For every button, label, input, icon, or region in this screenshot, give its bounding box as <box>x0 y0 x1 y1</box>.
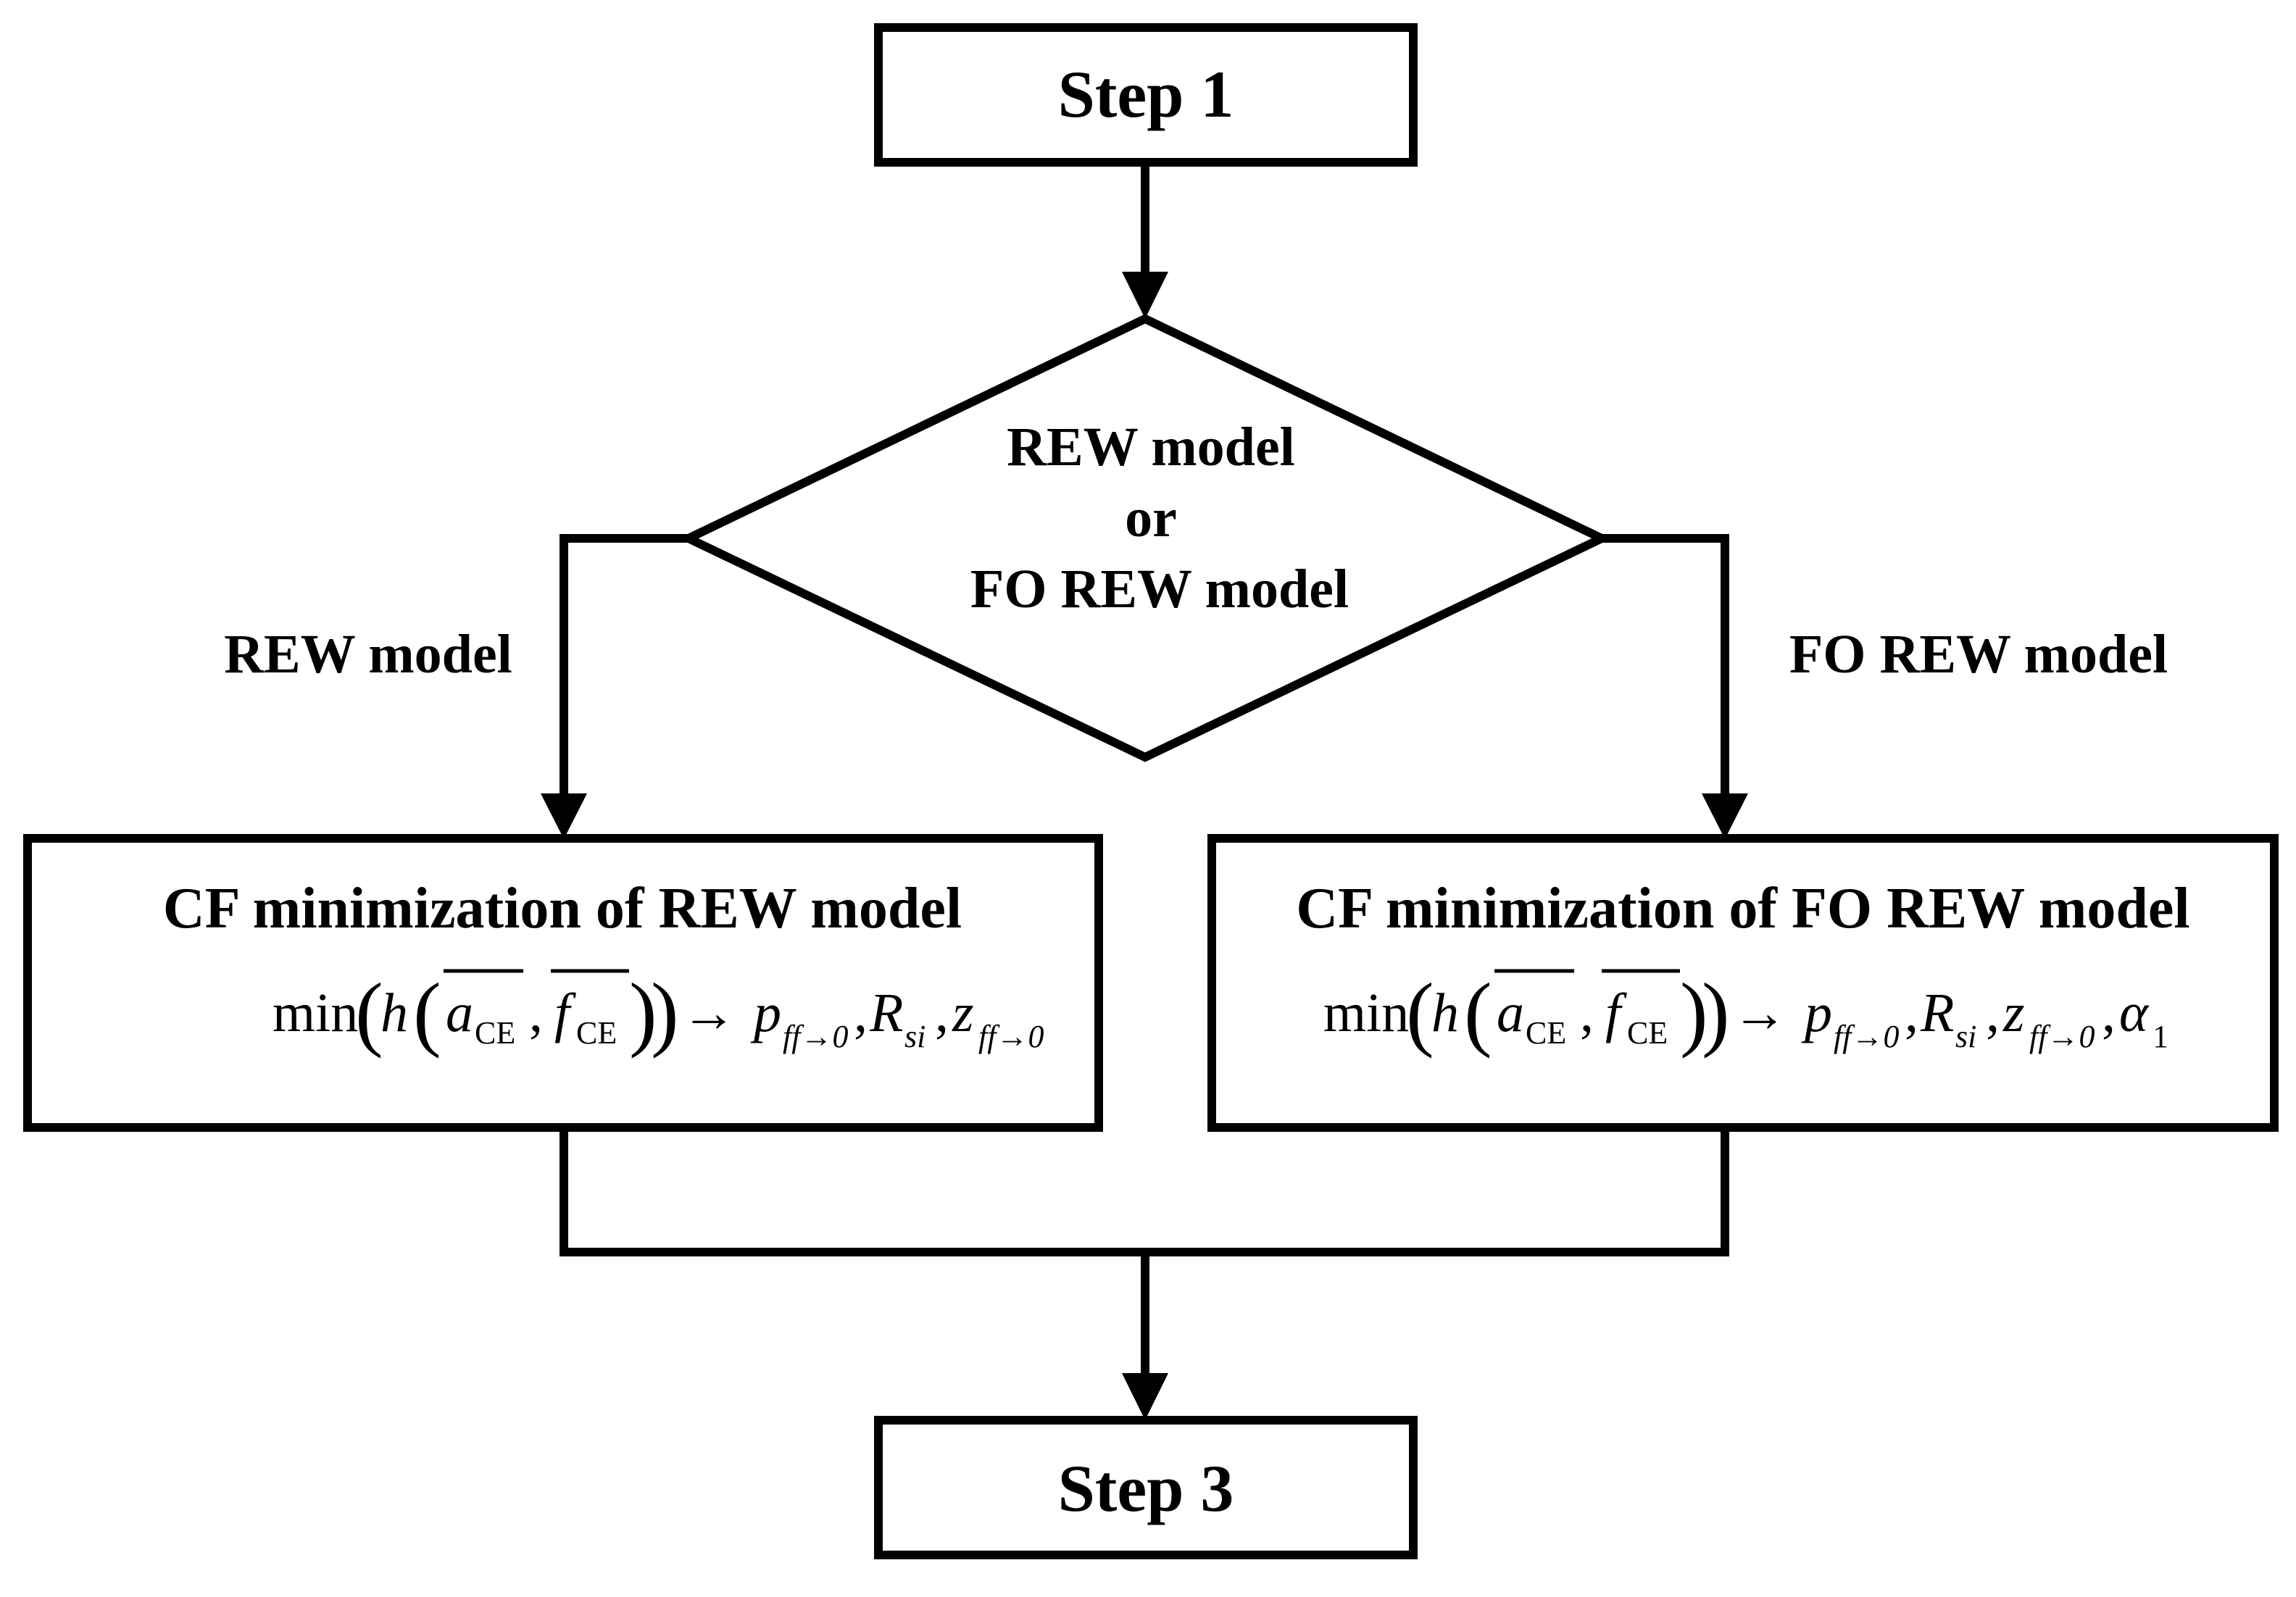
formula-right-z: z <box>2002 983 2025 1043</box>
formula-right-a-sub: CE <box>1526 1015 1566 1051</box>
arrowhead-decision-right <box>1702 793 1748 839</box>
formula-right-inner-paren-close: ) <box>1680 967 1708 1059</box>
formula-right-paren-open: ( <box>1406 967 1434 1059</box>
formula-right-z-sub: ff→0 <box>2029 1019 2095 1054</box>
branch-label-right: FO REW model <box>1789 624 2168 685</box>
formula-right-p: p <box>1801 983 1832 1043</box>
formula-right-R: R <box>1920 983 1954 1043</box>
formula-left-h: h <box>380 983 408 1043</box>
formula-right-comma2: , <box>1905 983 1918 1043</box>
step3-node: Step 3 <box>874 1416 1418 1559</box>
process-right-title: CF minimization of FO REW model <box>1296 877 2189 941</box>
formula-left-a-sub: CE <box>475 1015 515 1051</box>
step3-box <box>874 1416 1418 1559</box>
formula-left-inner-paren-close: ) <box>629 967 657 1059</box>
formula-right-alpha: α <box>2119 983 2150 1043</box>
step1-label: Step 1 <box>1058 57 1234 131</box>
process-right-formula: min ( h ( a CE , f CE ) ) → p ff→0 , R s… <box>1323 967 2168 1059</box>
formula-right-comma3: , <box>1986 983 2000 1043</box>
process-left-formula: min ( h ( a CE , f CE ) ) → p ff→0 , R s… <box>273 967 1044 1059</box>
formula-left-f-sub: CE <box>576 1015 617 1051</box>
formula-right-R-sub: si <box>1955 1019 1976 1054</box>
formula-left-arrow: → <box>681 983 736 1043</box>
formula-right-comma1: , <box>1580 983 1594 1043</box>
formula-left-p: p <box>750 983 781 1043</box>
decision-label-line2: or <box>1125 488 1177 549</box>
formula-right-f-sub: CE <box>1627 1015 1668 1051</box>
connector-decision-left <box>560 534 693 809</box>
formula-left-a: a <box>446 983 473 1043</box>
formula-left-min: min <box>273 983 358 1043</box>
formula-right-arrow: → <box>1732 983 1787 1043</box>
formula-right-comma4: , <box>2102 983 2116 1043</box>
connectors <box>541 159 1748 1420</box>
formula-left-comma1: , <box>529 983 543 1043</box>
step1-box <box>874 23 1418 167</box>
formula-left-R-sub: si <box>904 1019 926 1054</box>
step1-node: Step 1 <box>874 23 1418 167</box>
process-left-title: CF minimization of REW model <box>163 877 962 941</box>
formula-left-paren-close: ) <box>651 967 679 1059</box>
formula-left-paren-open: ( <box>355 967 383 1059</box>
arrowhead-step1-decision <box>1122 272 1168 319</box>
formula-left-p-sub: ff→0 <box>783 1019 848 1054</box>
connector-merge <box>560 1126 1729 1256</box>
formula-left-z-sub: ff→0 <box>978 1019 1044 1054</box>
formula-left-inner-paren-open: ( <box>413 967 441 1059</box>
formula-left-comma2: , <box>854 983 868 1043</box>
process-right-node: CF minimization of FO REW model min ( h … <box>1207 834 2279 1132</box>
decision-label-line1: REW model <box>1007 417 1295 478</box>
connector-decision-right <box>1597 534 1729 809</box>
decision-diamond <box>678 314 1612 762</box>
decision-node: REW model or FO REW model <box>678 314 1612 762</box>
branch-label-left: REW model <box>224 624 512 685</box>
arrowhead-decision-left <box>541 793 587 839</box>
formula-left-z: z <box>952 983 974 1043</box>
process-left-box <box>23 834 1103 1132</box>
process-right-box <box>1207 834 2279 1132</box>
decision-label-line3: FO REW model <box>970 559 1349 620</box>
formula-right-inner-paren-open: ( <box>1464 967 1492 1059</box>
formula-right-a: a <box>1497 983 1524 1043</box>
process-left-node: CF minimization of REW model min ( h ( a… <box>23 834 1103 1132</box>
step3-label: Step 3 <box>1058 1451 1234 1525</box>
formula-right-min: min <box>1323 983 1409 1043</box>
formula-left-comma3: , <box>935 983 949 1043</box>
formula-right-p-sub: ff→0 <box>1834 1019 1899 1054</box>
formula-right-paren-close: ) <box>1702 967 1730 1059</box>
formula-right-h: h <box>1431 983 1459 1043</box>
formula-right-alpha-sub: 1 <box>2152 1019 2168 1054</box>
formula-left-R: R <box>869 983 903 1043</box>
arrowhead-merge-step3 <box>1122 1373 1168 1420</box>
